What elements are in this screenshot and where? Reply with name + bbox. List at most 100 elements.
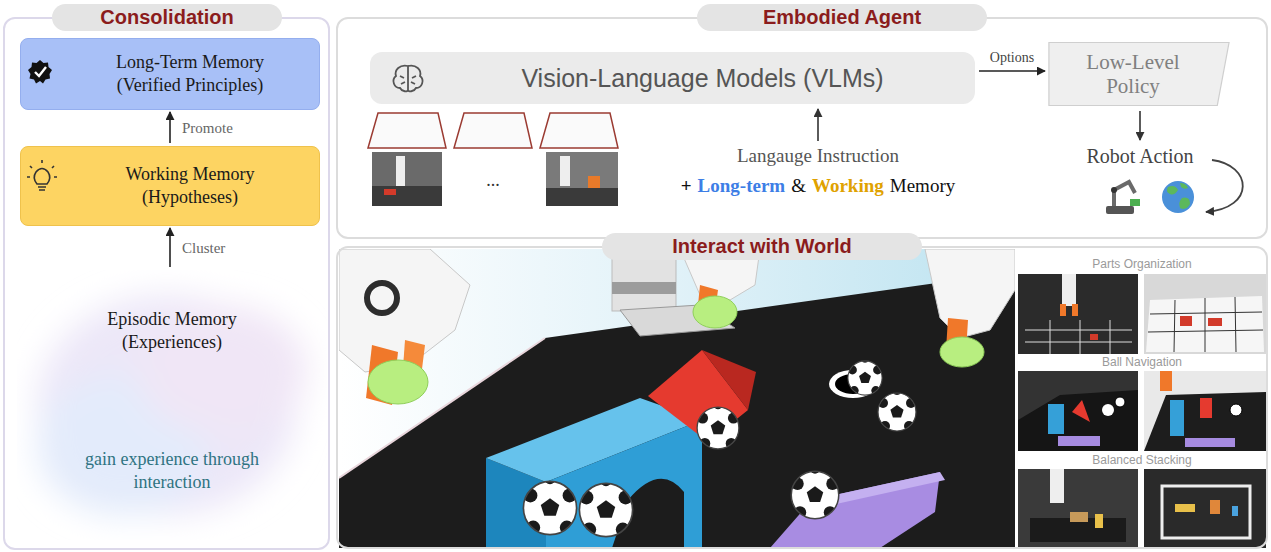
illustration-rect bbox=[1070, 512, 1088, 522]
illustration-rect bbox=[1175, 504, 1195, 512]
illustration-rect bbox=[339, 249, 1015, 548]
connector-word: & bbox=[791, 175, 806, 197]
illustration-rect bbox=[372, 186, 442, 206]
flow-arrow bbox=[979, 70, 1045, 72]
illustration-path bbox=[400, 76, 416, 84]
input-label: Langauge Instruction bbox=[737, 145, 899, 167]
panel-title: Interact with World bbox=[602, 233, 922, 260]
illustration-rect bbox=[1210, 500, 1220, 514]
flow-arrow bbox=[169, 112, 171, 143]
memory-title: Working Memory (Hypotheses) bbox=[95, 163, 285, 210]
illustration-use bbox=[878, 387, 916, 431]
illustration-ellipse bbox=[368, 360, 428, 404]
illustration-rect bbox=[1208, 318, 1222, 326]
illustration-rect bbox=[1106, 206, 1134, 214]
illustration-polygon bbox=[1018, 390, 1138, 451]
memory-title: Long-Term Memory (Verified Principles) bbox=[95, 51, 285, 98]
illustration-rect bbox=[1170, 400, 1184, 436]
illustration-circle bbox=[1162, 181, 1194, 213]
task-label: Parts Organization bbox=[1092, 258, 1191, 271]
illustration-rect bbox=[1160, 371, 1172, 391]
illustration-g bbox=[37, 295, 307, 515]
illustration-rect bbox=[612, 282, 676, 294]
experience-cloud: Episodic Memory (Experiences) gain experi… bbox=[17, 270, 327, 540]
illustration-circle bbox=[1102, 404, 1114, 416]
illustration-polygon bbox=[28, 60, 52, 84]
illustration-path bbox=[34, 169, 50, 185]
illustration-rect bbox=[1144, 469, 1266, 548]
illustration-polygon bbox=[454, 113, 532, 148]
illustration-rect bbox=[588, 176, 600, 188]
edge-label: Options bbox=[990, 50, 1034, 66]
illustration-rect bbox=[546, 188, 618, 206]
check-badge-icon bbox=[28, 60, 52, 84]
illustration-use bbox=[848, 356, 882, 396]
illustration-rect bbox=[1060, 304, 1066, 316]
flow-arrow bbox=[169, 228, 171, 267]
illustration-rect bbox=[1048, 404, 1064, 434]
task-label: Ball Navigation bbox=[1102, 356, 1182, 369]
illustration-rect bbox=[1018, 469, 1138, 548]
ellipsis: ... bbox=[486, 170, 500, 191]
frame-thumbnails bbox=[368, 113, 618, 206]
illustration-circle bbox=[1111, 187, 1117, 193]
illustration-rect bbox=[1095, 514, 1103, 528]
illustration-rect bbox=[1185, 438, 1235, 447]
illustration-use bbox=[697, 401, 739, 449]
illustration-circle bbox=[367, 283, 397, 313]
brain-icon bbox=[393, 66, 422, 92]
cloud-note: gain experience through interaction bbox=[77, 448, 267, 495]
illustration-rect bbox=[384, 189, 396, 195]
memory-box: Working Memory (Hypotheses) bbox=[20, 146, 320, 226]
illustration-ellipse bbox=[940, 337, 984, 367]
illustration-rect bbox=[1180, 316, 1192, 326]
model-title: Vision-Language Models (VLMs) bbox=[521, 64, 883, 93]
task-label: Balanced Stacking bbox=[1092, 454, 1191, 467]
illustration-rect bbox=[1162, 486, 1250, 538]
illustration-line bbox=[1139, 111, 1141, 140]
illustration-polygon bbox=[540, 113, 618, 148]
edge-label: Cluster bbox=[182, 239, 225, 256]
memory-keyword: Long-term bbox=[698, 175, 786, 197]
illustration-rect bbox=[546, 152, 618, 206]
lightbulb-icon bbox=[27, 160, 57, 190]
illustration-polygon bbox=[1072, 400, 1090, 422]
illustration-polygon bbox=[702, 350, 756, 410]
illustration-path bbox=[393, 66, 408, 92]
illustration-use bbox=[791, 464, 839, 519]
illustration-rect bbox=[372, 152, 442, 206]
illustration-rect bbox=[1090, 334, 1098, 340]
illustration-rect bbox=[560, 156, 570, 186]
illustration-polygon bbox=[368, 113, 446, 148]
memory-title: Episodic Memory (Experiences) bbox=[87, 308, 257, 355]
illustration-path bbox=[546, 420, 702, 548]
panel: ConsolidationLong-Term Memory (Verified … bbox=[3, 17, 330, 550]
illustration-polygon bbox=[925, 249, 1015, 338]
illustration-polygon bbox=[1146, 296, 1264, 352]
illustration-rect bbox=[1130, 199, 1140, 206]
illustration-rect bbox=[1058, 436, 1100, 446]
illustration-rect bbox=[1072, 304, 1078, 316]
task-thumbnails bbox=[1018, 274, 1266, 548]
illustration-rect bbox=[1018, 274, 1138, 354]
illustration-use bbox=[579, 475, 632, 537]
output-label: Robot Action bbox=[1086, 145, 1193, 168]
robot-arm-icon bbox=[1106, 182, 1140, 214]
panel-title: Consolidation bbox=[52, 4, 282, 31]
illustration-polygon bbox=[1049, 42, 1229, 105]
illustration-path bbox=[1180, 183, 1188, 189]
illustration-circle bbox=[1230, 404, 1242, 416]
edge-label: Promote bbox=[182, 119, 233, 136]
illustration-path bbox=[1025, 320, 1132, 354]
illustration-path bbox=[408, 66, 423, 92]
illustration-rect bbox=[1050, 469, 1064, 503]
illustration-line bbox=[817, 109, 819, 141]
memory-keyword: Memory bbox=[890, 175, 955, 197]
model-box: Vision-Language Models (VLMs) bbox=[370, 52, 975, 104]
illustration-path bbox=[38, 187, 46, 190]
policy-title: Low-Level Policy bbox=[1073, 50, 1193, 98]
illustration-path bbox=[1179, 198, 1190, 209]
illustration-path bbox=[35, 67, 46, 76]
